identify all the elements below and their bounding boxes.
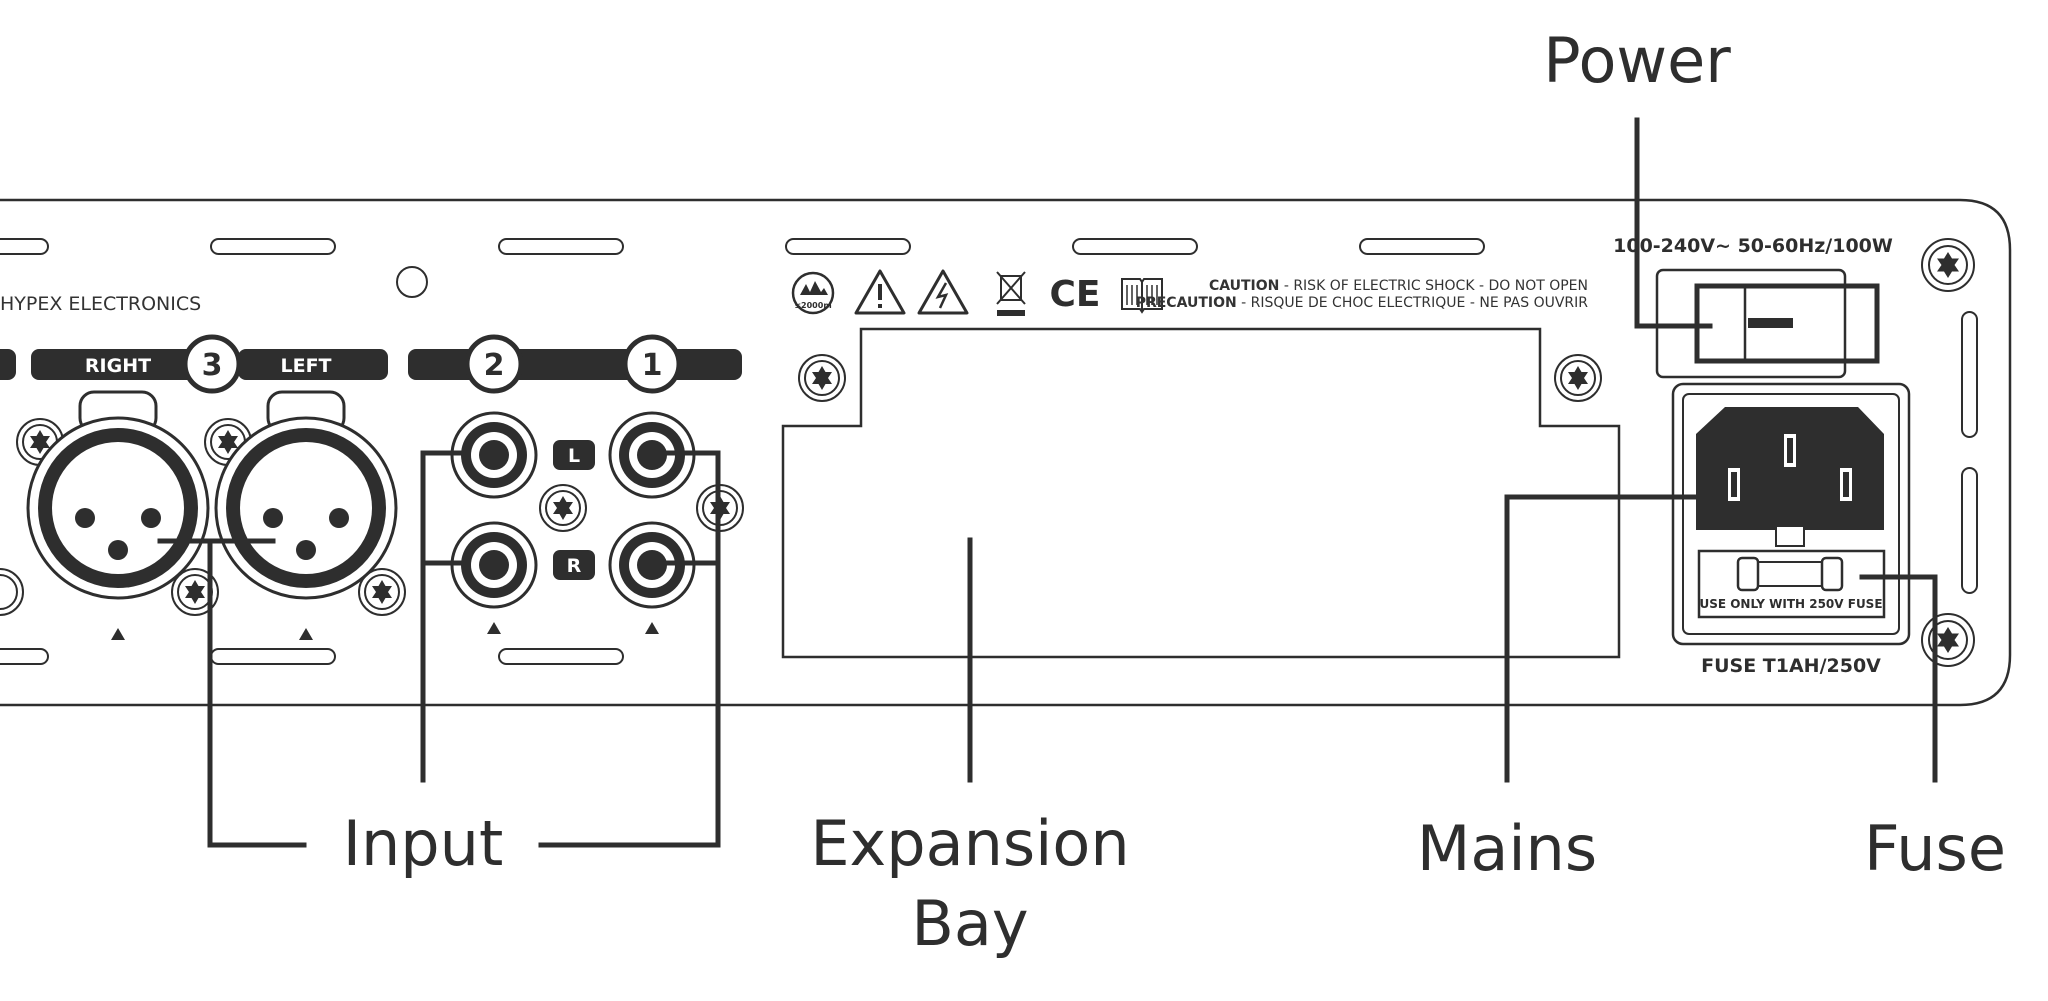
right-label: RIGHT bbox=[85, 355, 151, 377]
callout-lines bbox=[157, 117, 1938, 848]
altitude-icon: ≤2000m bbox=[791, 271, 835, 315]
brand-label: HYPEX ELECTRONICS bbox=[0, 293, 201, 315]
rca-input-2-left bbox=[450, 411, 538, 499]
left-label: LEFT bbox=[280, 355, 331, 377]
screw-icon bbox=[539, 484, 587, 532]
input-number-3-badge: 3 bbox=[182, 334, 242, 394]
vent-slots-top bbox=[0, 238, 1485, 255]
power-rating: 100-240V~ 50-60Hz/100W bbox=[1613, 235, 1893, 257]
svg-text:2: 2 bbox=[484, 348, 505, 383]
input-leader-rca2 bbox=[420, 450, 465, 783]
mains-leader-line bbox=[1504, 494, 1718, 783]
expansion-bay bbox=[781, 327, 1621, 659]
rca-connectors: L R bbox=[450, 411, 696, 634]
input-leader-right bbox=[538, 450, 721, 848]
rca-r-label: R bbox=[567, 555, 582, 577]
fuse-rating: FUSE T1AH/250V bbox=[1701, 655, 1881, 677]
rca-input-1-left bbox=[608, 411, 696, 499]
fuse-callout: Fuse bbox=[1864, 812, 2006, 885]
rca-2-marker bbox=[487, 622, 501, 634]
screw-icon bbox=[358, 568, 406, 616]
mains-callout: Mains bbox=[1417, 812, 1597, 885]
screw-icon bbox=[171, 568, 219, 616]
screw-icon bbox=[1921, 613, 1975, 667]
weee-bin-icon bbox=[996, 271, 1026, 316]
ce-mark-icon: CE bbox=[1049, 274, 1100, 315]
input-number-2-badge: 2 bbox=[464, 334, 524, 394]
power-leader-line bbox=[1634, 117, 1713, 329]
input-label-bar: RIGHT LEFT 3 2 1 bbox=[0, 334, 742, 394]
safety-icons: ≤2000m CE bbox=[791, 269, 1163, 316]
svg-text:3: 3 bbox=[202, 348, 223, 383]
left-label-pill bbox=[238, 349, 388, 380]
rca-input-1-right bbox=[608, 521, 696, 609]
svg-text:1: 1 bbox=[642, 348, 663, 383]
shock-warning-icon bbox=[917, 269, 969, 315]
iec-mains-module: USE ONLY WITH 250V FUSE bbox=[1671, 382, 1911, 646]
rca-l-badge bbox=[553, 440, 595, 470]
expansion-bay-callout-line1: Expansion bbox=[810, 807, 1129, 880]
fuse-icon bbox=[1736, 556, 1844, 592]
input-number-1-badge: 1 bbox=[622, 334, 682, 394]
rca-1-marker bbox=[645, 622, 659, 634]
caution-text: CAUTION - RISK OF ELECTRIC SHOCK - DO NO… bbox=[1209, 278, 1588, 294]
ground-hole bbox=[396, 266, 428, 298]
vent-slots-side bbox=[1961, 311, 1978, 594]
fuse-use-text: USE ONLY WITH 250V FUSE bbox=[1699, 597, 1882, 611]
rca-l-label: L bbox=[568, 445, 580, 467]
screw-icon bbox=[798, 354, 846, 402]
warning-icon bbox=[854, 269, 906, 315]
xlr-input-right bbox=[26, 390, 210, 640]
expansion-bay-callout-line2: Bay bbox=[911, 887, 1028, 960]
manual-icon bbox=[1121, 278, 1163, 314]
input-callout: Input bbox=[343, 807, 504, 880]
rca-r-badge bbox=[553, 550, 595, 580]
screw-icon bbox=[0, 568, 24, 616]
svg-text:≤2000m: ≤2000m bbox=[794, 301, 831, 310]
precaution-text: PRECAUTION - RISQUE DE CHOC ELECTRIQUE -… bbox=[1136, 295, 1589, 311]
power-callout: Power bbox=[1543, 24, 1731, 97]
screw-icon bbox=[1554, 354, 1602, 402]
fuse-leader-line bbox=[1859, 574, 1938, 783]
screw-icon bbox=[1921, 238, 1975, 292]
rca-input-2-right bbox=[450, 521, 538, 609]
rca-input-2-pill bbox=[408, 349, 742, 380]
right-label-pill bbox=[31, 349, 196, 380]
